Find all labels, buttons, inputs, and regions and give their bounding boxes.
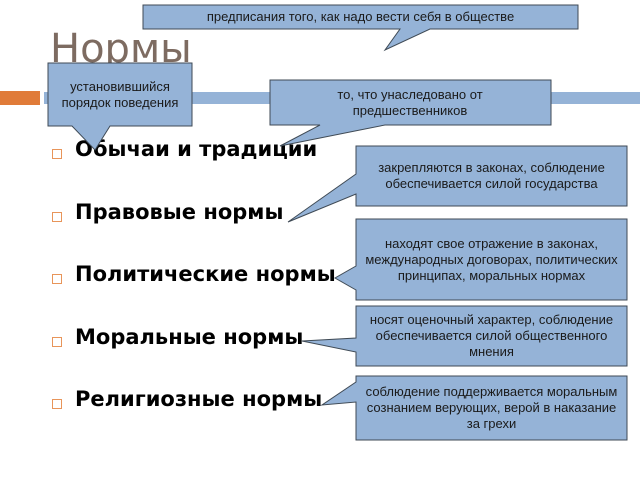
bullet-icon — [52, 399, 62, 409]
bullet-icon — [52, 212, 62, 222]
bullet-icon — [52, 149, 62, 159]
callout-inherited-shape — [269, 79, 552, 147]
callout-established-order: установившийся порядок поведения — [61, 78, 179, 110]
callout-political-shape — [333, 218, 628, 301]
callout-definition-shape — [142, 4, 579, 52]
title-accent-bar — [0, 91, 40, 105]
callout-religious: соблюдение поддерживается моральным созн… — [365, 384, 618, 431]
list-item-political: Политические нормы — [75, 262, 336, 286]
list-item-moral: Моральные нормы — [75, 325, 304, 349]
callout-religious-shape — [320, 375, 628, 441]
callout-legal: закрепляются в законах, соблюдение обесп… — [378, 160, 605, 191]
callout-established-shape — [47, 62, 193, 151]
callout-moral-shape — [301, 305, 628, 367]
list-item-customs: Обычаи и традиции — [75, 137, 318, 161]
list-item-legal: Правовые нормы — [75, 200, 284, 224]
callout-moral: носят оценочный характер, соблюдение обе… — [369, 312, 614, 359]
callout-political: находят свое отражение в законах, междун… — [365, 235, 618, 283]
callout-definition: предписания того, как надо вести себя в … — [206, 9, 515, 24]
callout-legal-shape — [287, 145, 628, 223]
callout-inherited: то, что унаследовано от предшественников — [337, 86, 483, 118]
bullet-icon — [52, 274, 62, 284]
bullet-icon — [52, 337, 62, 347]
list-item-religious: Религиозные нормы — [75, 387, 323, 411]
